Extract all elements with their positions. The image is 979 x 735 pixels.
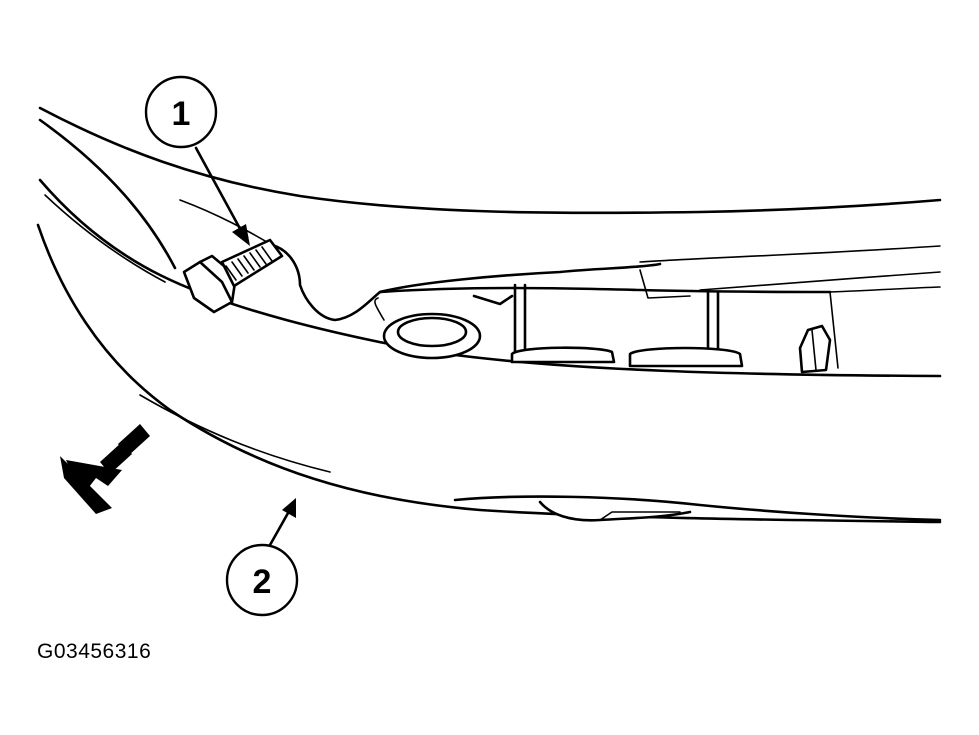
callout-1: 1	[144, 75, 250, 246]
bolt	[182, 238, 284, 314]
bumper-cover	[36, 223, 942, 524]
left-edge-lines	[38, 178, 942, 378]
brackets	[472, 283, 832, 374]
figure-id: G03456316	[37, 640, 152, 663]
left-down-arrow-icon	[60, 424, 150, 514]
grommet	[374, 297, 482, 360]
callout-2-label: 2	[253, 563, 272, 601]
callout-2: 2	[225, 498, 299, 617]
upper-panel	[38, 106, 942, 369]
callout-1-label: 1	[172, 95, 191, 133]
